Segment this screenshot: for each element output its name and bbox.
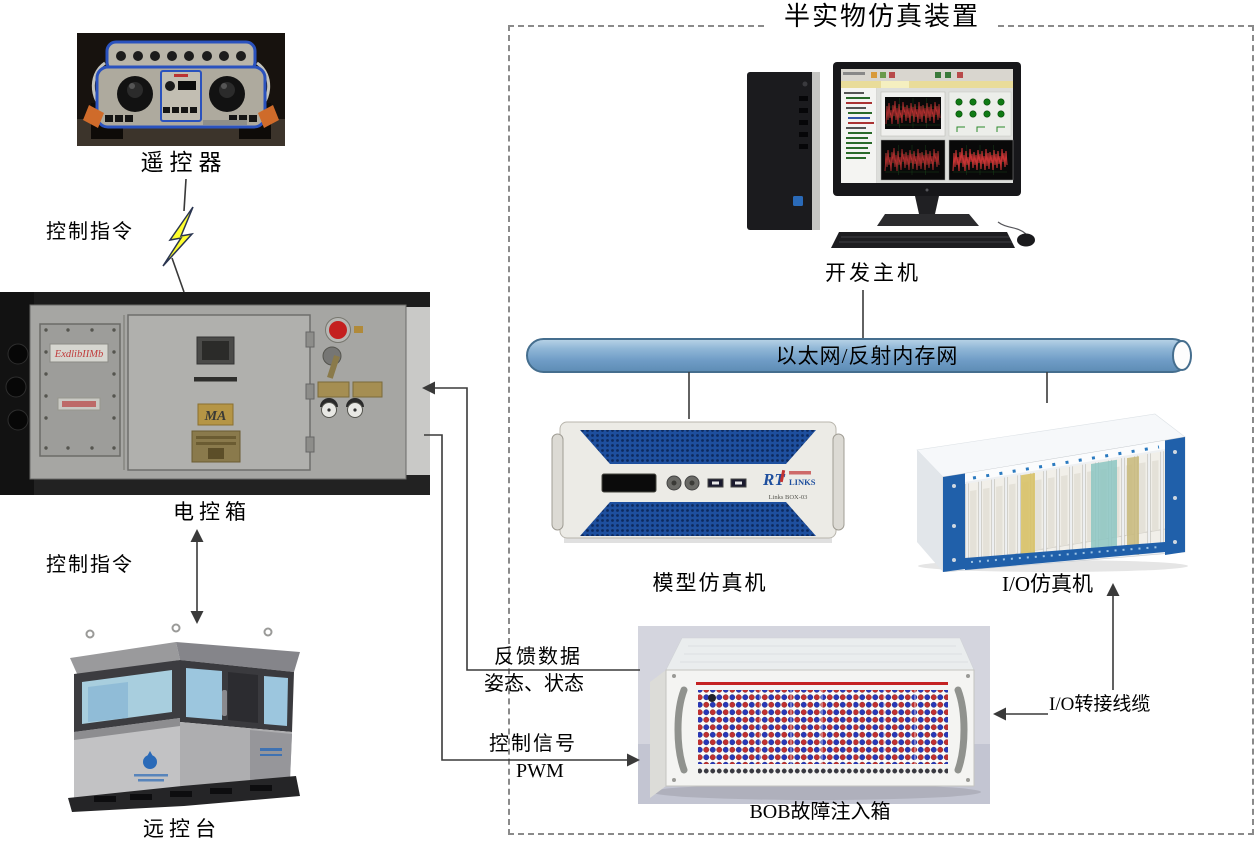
- bob-box-label: BOB故障注入箱: [749, 801, 891, 823]
- bob-handle-right: [954, 686, 968, 774]
- monitor-stand: [915, 196, 939, 214]
- side-label: [260, 748, 282, 756]
- base-slots: [94, 785, 272, 802]
- strap-left: [83, 105, 104, 128]
- pwm-label: PWM: [516, 760, 564, 782]
- lightning-bolt-icon: [162, 206, 195, 267]
- bob-box-photo: [638, 626, 990, 804]
- io-simulator-label: I/O仿真机: [1002, 572, 1093, 596]
- svg-text:RT: RT: [762, 470, 785, 489]
- project-tree: [844, 92, 874, 159]
- tower-pc: [747, 72, 820, 230]
- control-box-label: 电控箱: [173, 500, 251, 524]
- side-buttons: [105, 115, 257, 122]
- console-logo: [134, 751, 168, 782]
- joystick-right: [209, 76, 245, 112]
- rack-rail-left: [943, 473, 965, 572]
- panel-knob: [708, 694, 716, 702]
- strap-right: [258, 105, 279, 128]
- jack-grid: [698, 690, 948, 764]
- door-window: [202, 341, 229, 360]
- ex-marking-text: ExdlibIIMb: [54, 349, 103, 360]
- left-door: ExdlibIIMb: [39, 323, 121, 457]
- led-row: [972, 445, 1160, 480]
- wireless-command-label: 控制指令: [46, 221, 134, 243]
- waveform-chart-2: [880, 139, 946, 181]
- card-teal: [1091, 459, 1117, 558]
- io-simulator-photo: [903, 402, 1195, 572]
- front-window-2: [264, 676, 288, 726]
- monitor: [833, 62, 1021, 196]
- server-display: [601, 473, 657, 493]
- model-simulator-photo: RT LINKS Links BOX-03: [550, 418, 846, 548]
- links-logo: RT LINKS Links BOX-03: [762, 469, 816, 501]
- card-gold: [1021, 473, 1035, 564]
- remote-controller-photo: [77, 33, 285, 146]
- card-tan: [1127, 456, 1139, 555]
- mouse: [997, 221, 1035, 247]
- remote-console-photo: [54, 620, 316, 812]
- controller-display: [178, 81, 196, 90]
- right-panel: [317, 317, 383, 418]
- control-box-photo: ExdlibIIMb MA: [0, 292, 430, 495]
- tower-logo: [793, 196, 803, 206]
- ma-cert-text: MA: [204, 409, 227, 424]
- ethernet-network-label: 以太网/反射内存网: [775, 344, 959, 368]
- center-buttons: [163, 107, 197, 113]
- dev-host-label: 开发主机: [825, 261, 921, 285]
- mesh-grille-bottom: [580, 502, 816, 536]
- joystick-left: [117, 76, 153, 112]
- dev-host-photo: [735, 56, 1035, 256]
- rack-handle-right: [832, 433, 845, 531]
- keyboard: [831, 232, 1015, 248]
- model-simulator-label: 模型仿真机: [652, 571, 768, 595]
- door-window-dark: [228, 672, 258, 723]
- waveform-chart-1: [880, 91, 946, 137]
- mesh-grille-top: [580, 430, 816, 464]
- bob-handle-left: [674, 686, 688, 774]
- attitude-status-label: 姿态、状态: [484, 673, 584, 695]
- power-button: [802, 81, 808, 87]
- remote-console-label: 远控台: [143, 817, 221, 841]
- model-number-text: Links BOX-03: [769, 494, 808, 501]
- indicator-panel: [948, 91, 1012, 137]
- feedback-data-label: 反馈数据: [494, 646, 582, 668]
- rack-handle-left: [551, 433, 564, 531]
- red-stripe: [696, 682, 948, 685]
- emergency-stop-button: [329, 321, 347, 339]
- svg-text:LINKS: LINKS: [789, 477, 816, 487]
- remote-controller-label: 遥控器: [140, 150, 228, 175]
- main-door: MA: [127, 314, 315, 471]
- io-cable-label: I/O转接线缆: [1049, 694, 1151, 715]
- top-knobs: [116, 51, 246, 61]
- ground-jack-row: [698, 767, 948, 777]
- wireless-link-upper: [183, 178, 187, 212]
- wired-command-label: 控制指令: [46, 554, 134, 576]
- diagram-title: 半实物仿真装置: [766, 2, 998, 32]
- wireless-link-lower: [171, 257, 185, 293]
- control-signal-label: 控制信号: [489, 733, 577, 755]
- waveform-chart-3: [948, 139, 1014, 181]
- front-window-1: [186, 668, 222, 720]
- lifting-lugs: [85, 623, 273, 639]
